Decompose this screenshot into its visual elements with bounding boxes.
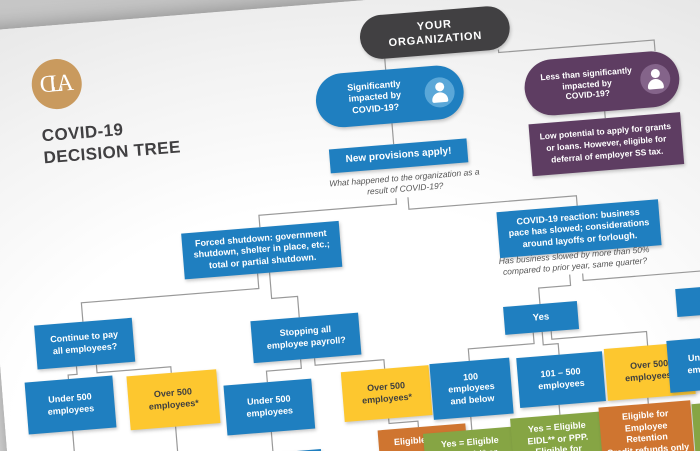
node-significantly-impacted-label: Significantly impacted by COVID-19? (346, 78, 402, 116)
node-eligible-eidl-ppp: Yes = Eligible EIDL** or PPP. Eligible f… (510, 411, 607, 451)
node-continue-pay: Continue to pay all employees? (34, 317, 136, 370)
node-over-500-a: Over 500 employees* (126, 369, 221, 431)
node-no (675, 283, 700, 318)
person-icon-head (649, 68, 660, 79)
person-icon-head (434, 82, 445, 92)
node-under-500-a: Under 500 employees (24, 375, 117, 435)
node-employee-retention-credit: Eligible for Employee Retention Credit r… (598, 400, 696, 451)
node-under-500-c: Under 500 employees (666, 334, 700, 393)
person-icon (423, 76, 456, 109)
node-under-500-b: Under 500 employees (223, 378, 316, 436)
person-icon (639, 62, 672, 96)
node-100-employees: 100 employees and below (429, 357, 514, 420)
person-icon-body (647, 78, 665, 90)
node-over-500-b: Over 500 employees* (340, 365, 433, 423)
person-icon-body (431, 91, 449, 103)
node-101-500-employees: 101 – 500 employees (516, 351, 606, 408)
node-yes: Yes (503, 301, 580, 335)
node-less-significantly-impacted-label: Less than significantly impacted by COVI… (540, 64, 633, 102)
node-stopping-payroll: Stopping all employee payroll? (250, 312, 362, 364)
cla-logo-monogram: CLA (38, 69, 68, 98)
